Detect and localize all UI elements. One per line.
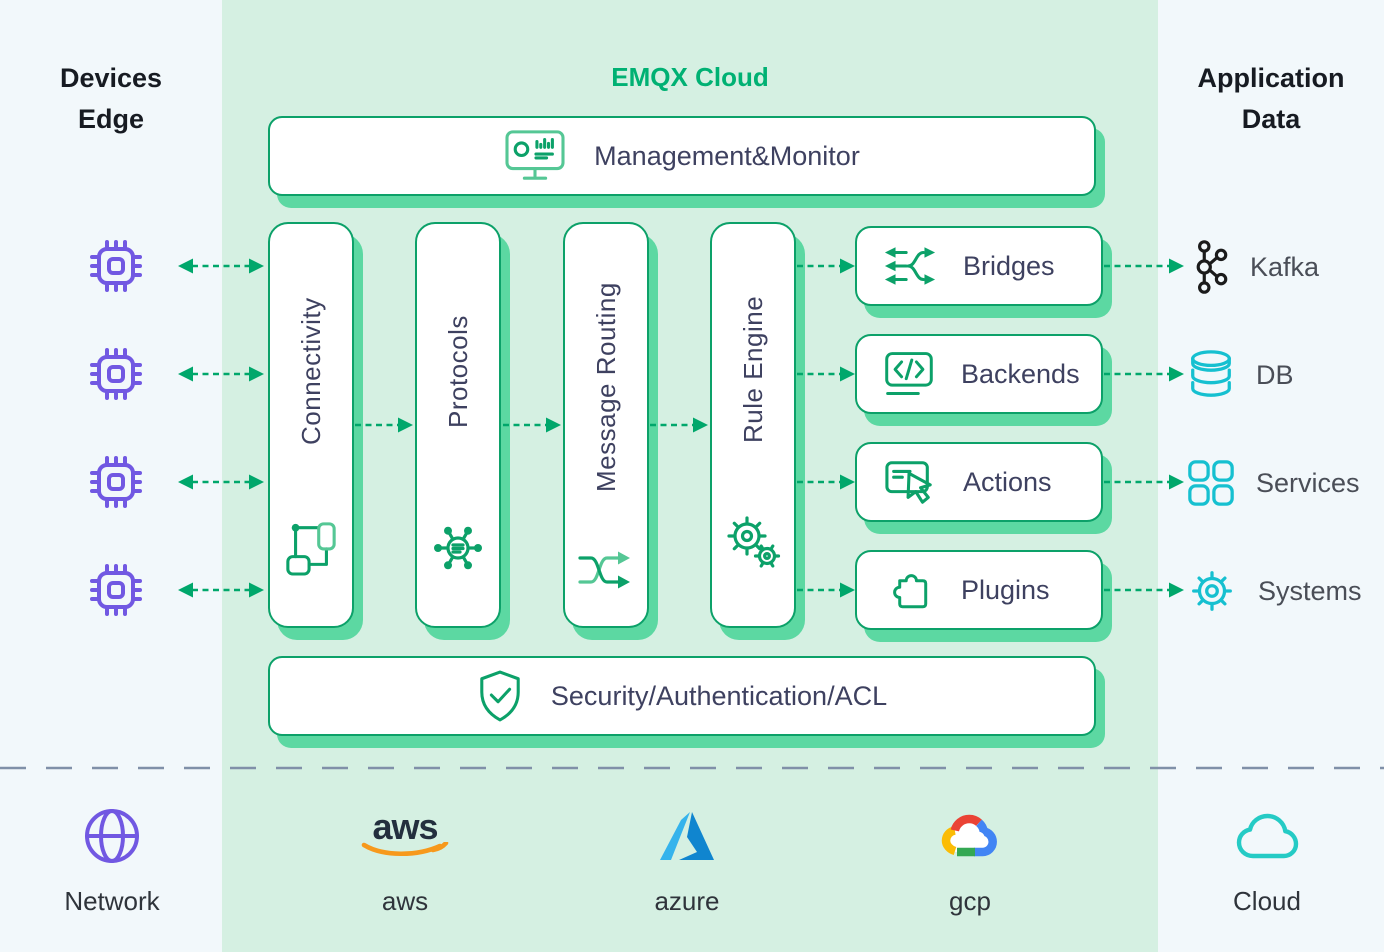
management-monitor-label: Management&Monitor (594, 140, 860, 171)
column-connectivity: Connectivity (268, 222, 354, 628)
device-link-arrow (178, 582, 264, 598)
gcp-label: gcp (949, 886, 991, 916)
services-label: Services (1256, 467, 1360, 498)
db-label: DB (1256, 359, 1294, 390)
protocols-label: Protocols (442, 315, 473, 429)
application-data-title: Application Data (1158, 58, 1384, 140)
protocol-hub-icon (434, 526, 482, 570)
bottom-item-gcp: gcp (885, 798, 1055, 917)
target-arrow (1104, 366, 1184, 382)
target-services: Services (1186, 455, 1360, 511)
device-link-arrow (178, 474, 264, 490)
pipeline-arrow (503, 417, 561, 433)
bottom-item-aws: aws aws (320, 798, 490, 917)
network-label: Network (64, 886, 160, 916)
emqx-cloud-title: EMQX Cloud (611, 62, 769, 92)
cloud-icon (1236, 813, 1298, 859)
box-backends: Backends (855, 334, 1103, 414)
bottom-item-network: Network (27, 798, 197, 917)
devices-title-line1: Devices (59, 63, 163, 93)
gears-icon (727, 516, 781, 568)
column-protocols: Protocols (415, 222, 501, 628)
application-panel-background (1158, 0, 1384, 952)
backends-label: Backends (961, 358, 1080, 389)
services-grid-icon (1188, 460, 1234, 506)
target-systems: Systems (1186, 563, 1362, 619)
rule-output-arrow (797, 582, 855, 598)
rule-output-arrow (797, 366, 855, 382)
globe-icon (85, 809, 139, 863)
target-kafka: Kafka (1186, 239, 1319, 295)
shield-check-icon (480, 670, 520, 722)
cloud-label: Cloud (1233, 886, 1301, 916)
management-monitor-bar: Management&Monitor (268, 116, 1096, 196)
target-db: DB (1186, 347, 1294, 403)
rule-output-arrow (797, 474, 855, 490)
chip-icon (90, 348, 142, 400)
column-message-routing: Message Routing (563, 222, 649, 628)
aws-logo: aws (372, 806, 438, 847)
gcp-logo (941, 814, 997, 857)
bottom-item-azure: azure (602, 798, 772, 917)
bridges-label: Bridges (963, 250, 1055, 281)
bottom-item-cloud: Cloud (1182, 798, 1352, 917)
database-icon (1191, 350, 1231, 397)
chip-icon (90, 456, 142, 508)
device-link-arrow (178, 366, 264, 382)
security-label: Security/Authentication/ACL (550, 680, 888, 711)
pipeline-arrow (355, 417, 413, 433)
shuffle-icon (578, 551, 630, 589)
device-link-arrow (178, 258, 264, 274)
connectivity-label: Connectivity (295, 297, 326, 445)
azure-logo (660, 812, 714, 860)
devices-title-line2: Edge (77, 104, 144, 134)
chip-icon (90, 564, 142, 616)
box-bridges: Bridges (855, 226, 1103, 306)
pipeline-arrow (650, 417, 708, 433)
kafka-logo (1196, 240, 1228, 294)
cursor-panel-icon (885, 461, 932, 504)
code-window-icon (885, 352, 933, 395)
actions-label: Actions (963, 466, 1052, 497)
application-title-line2: Data (1241, 104, 1301, 134)
azure-label: azure (654, 886, 720, 916)
rule-output-arrow (797, 258, 855, 274)
aws-label: aws (381, 886, 429, 916)
box-plugins: Plugins (855, 550, 1103, 630)
box-actions: Actions (855, 442, 1103, 522)
crossing-arrows-icon (884, 247, 936, 285)
section-divider (0, 766, 1384, 770)
chip-icon (90, 240, 142, 292)
puzzle-icon (893, 574, 928, 609)
target-arrow (1104, 474, 1184, 490)
network-topology-icon (286, 522, 336, 576)
aws-smile-icon (361, 842, 449, 857)
target-arrow (1104, 258, 1184, 274)
application-title-line1: Application (1197, 63, 1345, 93)
rule-engine-label: Rule Engine (737, 295, 768, 443)
security-bar: Security/Authentication/ACL (268, 656, 1096, 736)
message-routing-label: Message Routing (590, 282, 621, 492)
plugins-label: Plugins (961, 574, 1050, 605)
target-arrow (1104, 582, 1184, 598)
column-rule-engine: Rule Engine (710, 222, 796, 628)
monitor-dashboard-icon (505, 130, 565, 180)
devices-edge-title: Devices Edge (0, 58, 222, 140)
gear-icon (1192, 571, 1232, 611)
kafka-label: Kafka (1250, 251, 1320, 282)
systems-label: Systems (1258, 575, 1362, 606)
